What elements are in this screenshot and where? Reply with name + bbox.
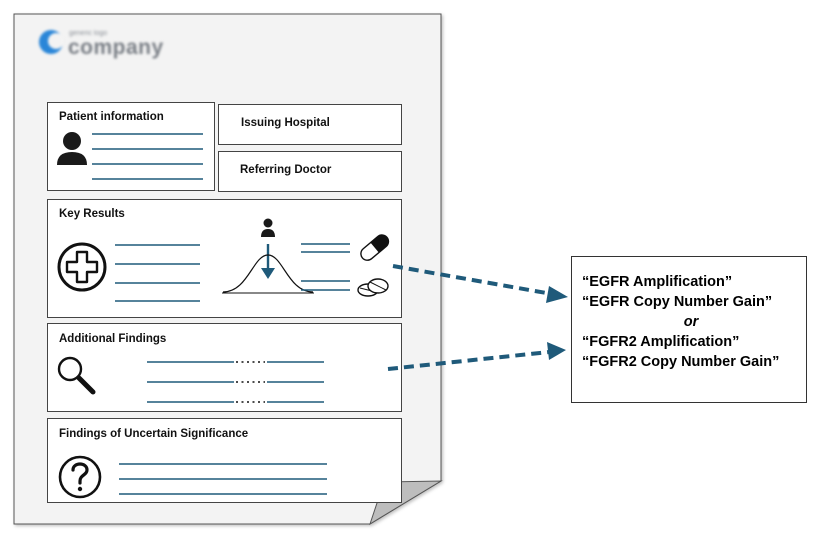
additional-findings-section: Additional Findings bbox=[47, 323, 402, 412]
issuing-hospital-section: Issuing Hospital bbox=[218, 104, 402, 145]
bell-curve-icon bbox=[222, 218, 314, 294]
callout-or: or bbox=[683, 314, 699, 330]
additional-findings-heading: Additional Findings bbox=[59, 333, 167, 345]
key-results-section: Key Results bbox=[47, 199, 402, 318]
magnifier-icon bbox=[57, 356, 96, 395]
patient-info-section: Patient information bbox=[47, 102, 215, 191]
key-results-heading: Key Results bbox=[59, 208, 125, 220]
callout-line-egfr-copy-number: “EGFR Copy Number Gain” bbox=[582, 294, 773, 310]
medical-cross-icon bbox=[57, 242, 107, 292]
uncertain-findings-heading: Findings of Uncertain Significance bbox=[59, 428, 249, 440]
key-results-lines bbox=[115, 244, 200, 302]
pill-capsule-icon bbox=[360, 234, 390, 261]
logo-name: company bbox=[68, 36, 164, 59]
callout-line-fgfr2-copy-number: “FGFR2 Copy Number Gain” bbox=[582, 354, 780, 370]
key-results-arrowhead bbox=[546, 286, 568, 303]
logo-tagline: generic logo bbox=[69, 30, 108, 37]
person-icon bbox=[57, 132, 87, 165]
gene-variants-callout: “EGFR Amplification” “EGFR Copy Number G… bbox=[571, 256, 807, 403]
uncertain-findings-lines bbox=[119, 463, 327, 495]
uncertain-findings-section: Findings of Uncertain Significance bbox=[47, 418, 402, 503]
issuing-hospital-label: Issuing Hospital bbox=[241, 117, 330, 129]
callout-line-egfr-amplification: “EGFR Amplification” bbox=[582, 274, 733, 290]
callout-line-fgfr2-amplification: “FGFR2 Amplification” bbox=[582, 334, 740, 350]
patient-info-heading: Patient information bbox=[59, 111, 164, 123]
key-results-arrow bbox=[392, 264, 553, 296]
referring-doctor-label: Referring Doctor bbox=[240, 164, 332, 176]
key-results-drug-lines bbox=[301, 243, 350, 291]
additional-findings-arrow bbox=[387, 350, 550, 371]
patient-info-lines bbox=[92, 133, 203, 180]
logo-icon bbox=[39, 30, 64, 54]
additional-findings-lines bbox=[147, 361, 324, 403]
question-mark-icon bbox=[58, 455, 102, 499]
pill-tablets-icon bbox=[357, 278, 389, 297]
referring-doctor-section: Referring Doctor bbox=[218, 151, 402, 192]
additional-findings-arrowhead bbox=[547, 342, 566, 360]
